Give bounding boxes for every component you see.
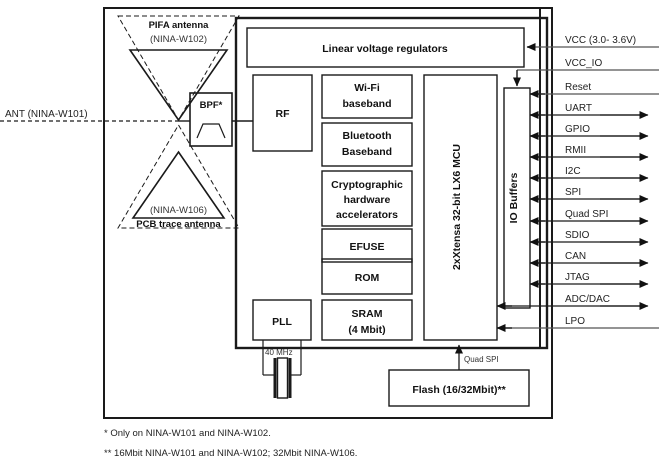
flash-label: Flash (16/32Mbit)** [412,384,506,396]
crypto-accelerators-label-line2: hardware [344,194,391,206]
signal-label-spi: SPI [565,187,581,198]
signal-label-vcc: VCC (3.0- 3.6V) [565,35,636,46]
signal-label-jtag: JTAG [565,272,590,283]
rom-label: ROM [355,272,380,284]
wifi-baseband-label-line1: Wi-Fi [354,82,380,94]
bpf-block [189,92,233,147]
signal-label-vccio: VCC_IO [565,58,602,69]
crypto-accelerators-block [321,170,413,227]
sram-block [321,299,413,341]
crypto-accelerators-label-line1: Cryptographic [331,179,403,191]
signal-label-sdio: SDIO [565,230,590,241]
bpf-block-label: BPF* [200,100,223,111]
signal-label-gpio: GPIO [565,124,590,135]
efuse-block [321,228,413,263]
bluetooth-baseband-block [321,122,413,167]
mcu-label: 2xXtensa 32-bit LX6 MCU [451,144,463,270]
bluetooth-baseband-label-line1: Bluetooth [343,130,392,142]
signal-label-lpo: LPO [565,316,585,327]
footnote-single-asterisk: * Only on NINA-W101 and NINA-W102. [104,428,271,439]
signal-label-can: CAN [565,251,586,262]
crystal-body-icon [276,357,289,399]
rom-block [321,258,413,295]
mcu-block [423,74,498,341]
crypto-accelerators-label-line3: accelerators [336,209,398,221]
flash-bus-label: Quad SPI [464,355,499,364]
rf-block-label: RF [276,108,291,120]
rf-block [252,74,313,152]
signal-label-quadspi: Quad SPI [565,209,608,220]
bluetooth-baseband-label-line2: Baseband [342,146,392,158]
signal-label-rmii: RMII [565,145,586,156]
pcb-trace-antenna-label-line2: PCB trace antenna [136,219,221,230]
signal-label-reset: Reset [565,82,591,93]
signal-label-i2c: I2C [565,166,581,177]
signal-label-adcdac: ADC/DAC [565,294,610,305]
sram-label-line1: SRAM [352,308,383,320]
sram-label-line2: (4 Mbit) [348,324,385,336]
footnote-double-asterisk: ** 16Mbit NINA-W101 and NINA-W102; 32Mbi… [104,448,357,459]
wifi-baseband-block [321,74,413,119]
soc-inner-frame [234,16,549,350]
signal-label-uart: UART [565,103,592,114]
crystal-frequency-label: 40 MHz [265,348,293,357]
pifa-antenna-label-line2: (NINA-W102) [150,34,207,45]
pcb-trace-antenna-label-line1: (NINA-W106) [150,205,207,216]
bandpass-curve-icon [196,123,226,139]
pcb-trace-antenna-dashed-outline [117,124,240,229]
pifa-antenna-symbol [128,49,229,122]
io-buffers-label: IO Buffers [508,172,520,223]
efuse-label: EFUSE [349,241,384,253]
linear-voltage-regulators-block [246,27,525,68]
ant-port-label: ANT (NINA-W101) [5,109,88,120]
wifi-baseband-label-line2: baseband [342,98,391,110]
pll-label: PLL [272,316,292,328]
linear-voltage-regulators-label: Linear voltage regulators [322,43,448,55]
pifa-antenna-dashed-outline [117,15,240,121]
pifa-antenna-label-line1: PIFA antenna [149,20,210,31]
pll-block [252,299,312,341]
pcb-trace-antenna-symbol [131,150,226,219]
